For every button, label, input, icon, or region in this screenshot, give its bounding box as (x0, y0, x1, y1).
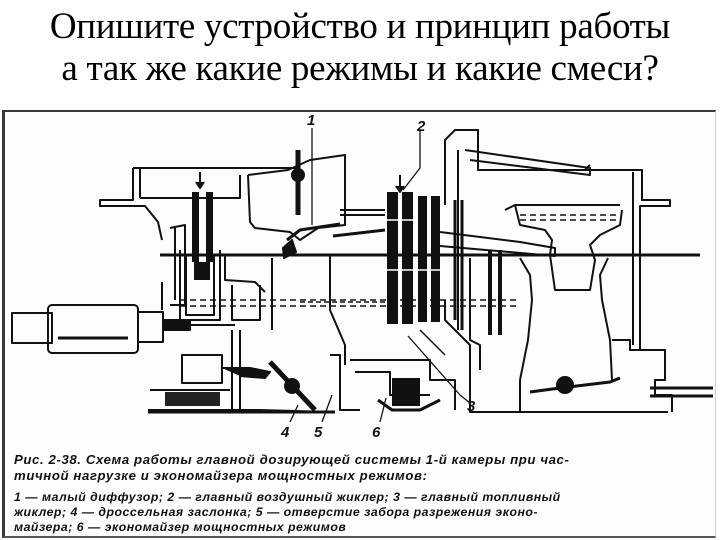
idle-solenoid (11, 282, 235, 354)
vent-tube (439, 129, 591, 370)
callout-4-throttle-plate: 4 (281, 424, 290, 441)
caption-title-line-2: тичной нагрузке и экономайзера мощностны… (14, 468, 428, 483)
figure-caption: Рис. 2-38. Схема работы главной дозирующ… (14, 452, 710, 535)
caption-legend-line-3: майзера; 6 — экономайзер мощностных режи… (14, 520, 347, 534)
slide-title: Опишите устройство и принцип работы а та… (0, 6, 720, 90)
idle-system (148, 330, 331, 413)
callout-5-vacuum-port: 5 (314, 424, 323, 441)
right-air-horn (478, 169, 671, 381)
callout-leaders (289, 128, 471, 423)
slide-title-line-2: а так же какие режимы и какие смеси? (61, 48, 659, 89)
caption-legend-line-2: жиклер; 4 — дроссельная заслонка; 5 — от… (14, 505, 538, 519)
callout-2-main-air-jet: 2 (417, 118, 426, 135)
left-emulsion-tube (169, 172, 221, 321)
throttle-plate (148, 360, 335, 414)
main-air-jet (300, 175, 441, 324)
caption-legend-line-1: 1 — малый диффузор; 2 — главный воздушны… (14, 490, 561, 504)
caption-title-line-1: Рис. 2-38. Схема работы главной дозирующ… (14, 452, 570, 467)
callout-6-economizer: 6 (372, 424, 381, 441)
throttle-right (519, 339, 713, 413)
carburetor-schematic (11, 128, 713, 423)
callout-3-main-fuel-jet: 3 (467, 398, 476, 415)
caption-legend: 1 — малый диффузор; 2 — главный воздушны… (14, 490, 710, 535)
callout-1-small-diffuser: 1 (307, 112, 316, 129)
caption-title: Рис. 2-38. Схема работы главной дозирующ… (14, 452, 710, 484)
figure-frame (2, 110, 716, 538)
small-diffuser (247, 150, 346, 259)
carburetor-figure: 1 2 3 4 5 6 Рис. 2-38. Схема работы глав… (0, 108, 720, 540)
slide-title-line-1: Опишите устройство и принцип работы (49, 6, 671, 47)
